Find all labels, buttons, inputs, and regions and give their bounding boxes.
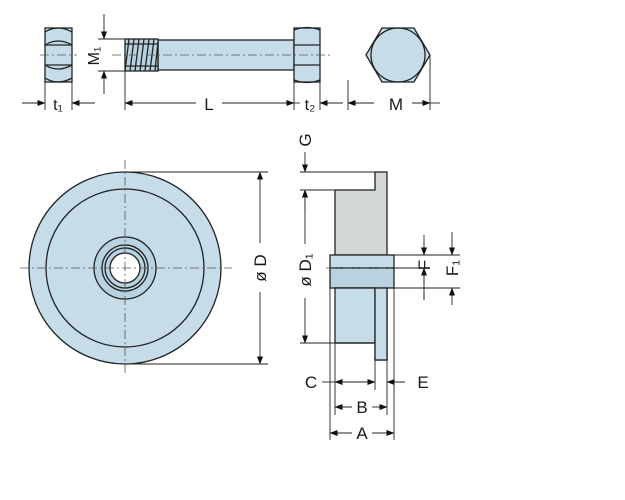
bolt-end-view — [365, 27, 431, 83]
bolt-side-hex-view — [40, 27, 77, 83]
label-f1: F₁ — [443, 260, 462, 276]
od-dimension — [125, 171, 268, 365]
label-t2: t₂ — [305, 97, 316, 114]
label-m: M — [389, 95, 403, 114]
label-f: F — [415, 260, 434, 270]
label-t1: t₁ — [53, 97, 63, 114]
label-m1: M₁ — [86, 47, 103, 66]
bolt-body-view — [112, 26, 330, 84]
label-c: C — [305, 373, 317, 392]
top-dimensions — [22, 14, 440, 110]
wheel-front-view — [20, 160, 232, 376]
label-e: E — [417, 373, 428, 392]
label-a: A — [356, 424, 368, 443]
label-od1: ø D₁ — [296, 253, 315, 286]
label-g: G — [296, 133, 315, 146]
label-od: ø D — [251, 254, 270, 281]
wheel-side-view — [326, 171, 400, 361]
side-dimensions — [300, 152, 460, 440]
label-l: L — [204, 95, 213, 114]
label-b: B — [356, 398, 367, 417]
